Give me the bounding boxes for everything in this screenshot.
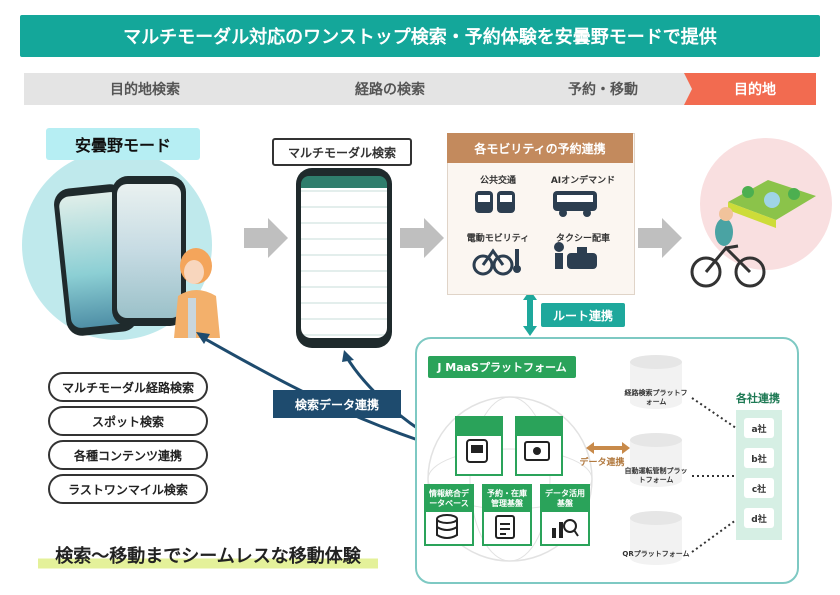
- step-shape-3: [508, 73, 696, 105]
- tagline: 検索〜移動までシームレスな移動体験: [38, 538, 378, 572]
- route-link-arrow-icon: [523, 290, 537, 336]
- globe-background: [427, 396, 593, 562]
- platform-route-search-label: 経路検索プラットフォーム: [624, 389, 688, 406]
- mobility-icons: [472, 191, 597, 276]
- route-phone-image: [296, 168, 392, 348]
- feature-spot-search: スポット検索: [48, 406, 208, 436]
- mobility-taxi-label: タクシー配車: [555, 233, 610, 244]
- api-icon: [466, 439, 488, 463]
- mobility-ai-ondemand-label: AIオンデマンド: [550, 175, 616, 186]
- arrow-1-icon: [244, 218, 288, 258]
- partner-b: b社: [744, 448, 774, 468]
- arrow-3-icon: [638, 218, 682, 258]
- cylinder-3-icon: [630, 511, 682, 565]
- step-shape-1: [24, 73, 268, 105]
- feature-multimodal-route-search: マルチモーダル経路検索: [48, 372, 208, 402]
- money-data-icon: [524, 441, 550, 461]
- destination-illustration: [690, 180, 816, 288]
- module-data-utilization-label: データ活用基盤: [542, 486, 588, 512]
- cylinder-1-icon: [630, 355, 682, 409]
- multimodal-search-label: マルチモーダル検索: [272, 138, 412, 166]
- step-route-search: 経路の検索: [355, 82, 425, 98]
- module-data-utilization: データ活用基盤: [540, 484, 590, 546]
- module-booking-inventory-label: 予約・在庫管理基盤: [484, 486, 530, 512]
- cylinder-2-icon: [630, 433, 682, 487]
- platform-qr-label: QRプラットフォーム: [622, 549, 690, 558]
- bus-icon: [553, 191, 597, 217]
- mobility-booking-title: 各モビリティの予約連携: [447, 133, 633, 163]
- jmaas-platform-title: J MaaSプラットフォーム: [428, 356, 576, 378]
- feature-content-integration: 各種コンテンツ連携: [48, 440, 208, 470]
- data-icon-box: [515, 416, 563, 476]
- mobility-public-transit-label: 公共交通: [479, 175, 516, 186]
- bicycle-icon: [472, 248, 521, 276]
- analytics-icon: [552, 519, 579, 538]
- partner-c: c社: [744, 478, 774, 498]
- api-icon-box: [455, 416, 503, 476]
- platform-cylinders: [630, 355, 682, 565]
- azumino-mode-label: 安曇野モード: [46, 128, 200, 160]
- route-link-badge: ルート連携: [541, 303, 625, 327]
- step-shape-2: [256, 73, 520, 105]
- data-link-label: データ連携: [579, 457, 625, 468]
- train-icon: [475, 191, 515, 213]
- person-illustration: [174, 248, 220, 338]
- banner-title: マルチモーダル対応のワンストップ検索・予約体験を安曇野モードで提供: [20, 15, 820, 57]
- database-icon: [436, 514, 458, 539]
- park-icon: [728, 180, 816, 228]
- partner-a: a社: [744, 418, 774, 438]
- search-data-link-badge: 検索データ連携: [273, 390, 401, 418]
- module-integrated-database: 情報統合データベース: [424, 484, 474, 546]
- clipboard-icon: [495, 515, 515, 539]
- mobility-electric-label: 電動モビリティ: [466, 233, 530, 244]
- curve-to-azumino: [199, 334, 419, 442]
- curve-to-azumino-head: [196, 332, 210, 344]
- module-integrated-database-label: 情報統合データベース: [426, 486, 472, 512]
- platform-autonomous-control-label: 自動運転管制プラットフォーム: [624, 467, 688, 484]
- step-booking-travel: 予約・移動: [568, 82, 638, 98]
- module-booking-inventory: 予約・在庫管理基盤: [482, 484, 532, 546]
- step-destination-search: 目的地検索: [110, 82, 180, 98]
- arrow-2-icon: [400, 218, 444, 258]
- data-link-arrow-icon: [586, 442, 630, 454]
- partner-d: d社: [744, 508, 774, 528]
- steps-chevron-bar: [24, 73, 816, 105]
- feature-last-one-mile-search: ラストワンマイル検索: [48, 474, 208, 504]
- curve-to-search-head: [342, 350, 354, 362]
- step-destination: 目的地: [734, 82, 776, 98]
- partner-connectors: [691, 397, 737, 553]
- cyclist-icon: [690, 207, 766, 288]
- partners-title: 各社連携: [736, 392, 780, 405]
- taxi-icon: [554, 242, 597, 269]
- step-shape-4: [684, 73, 816, 105]
- phone-right-image: [112, 176, 186, 326]
